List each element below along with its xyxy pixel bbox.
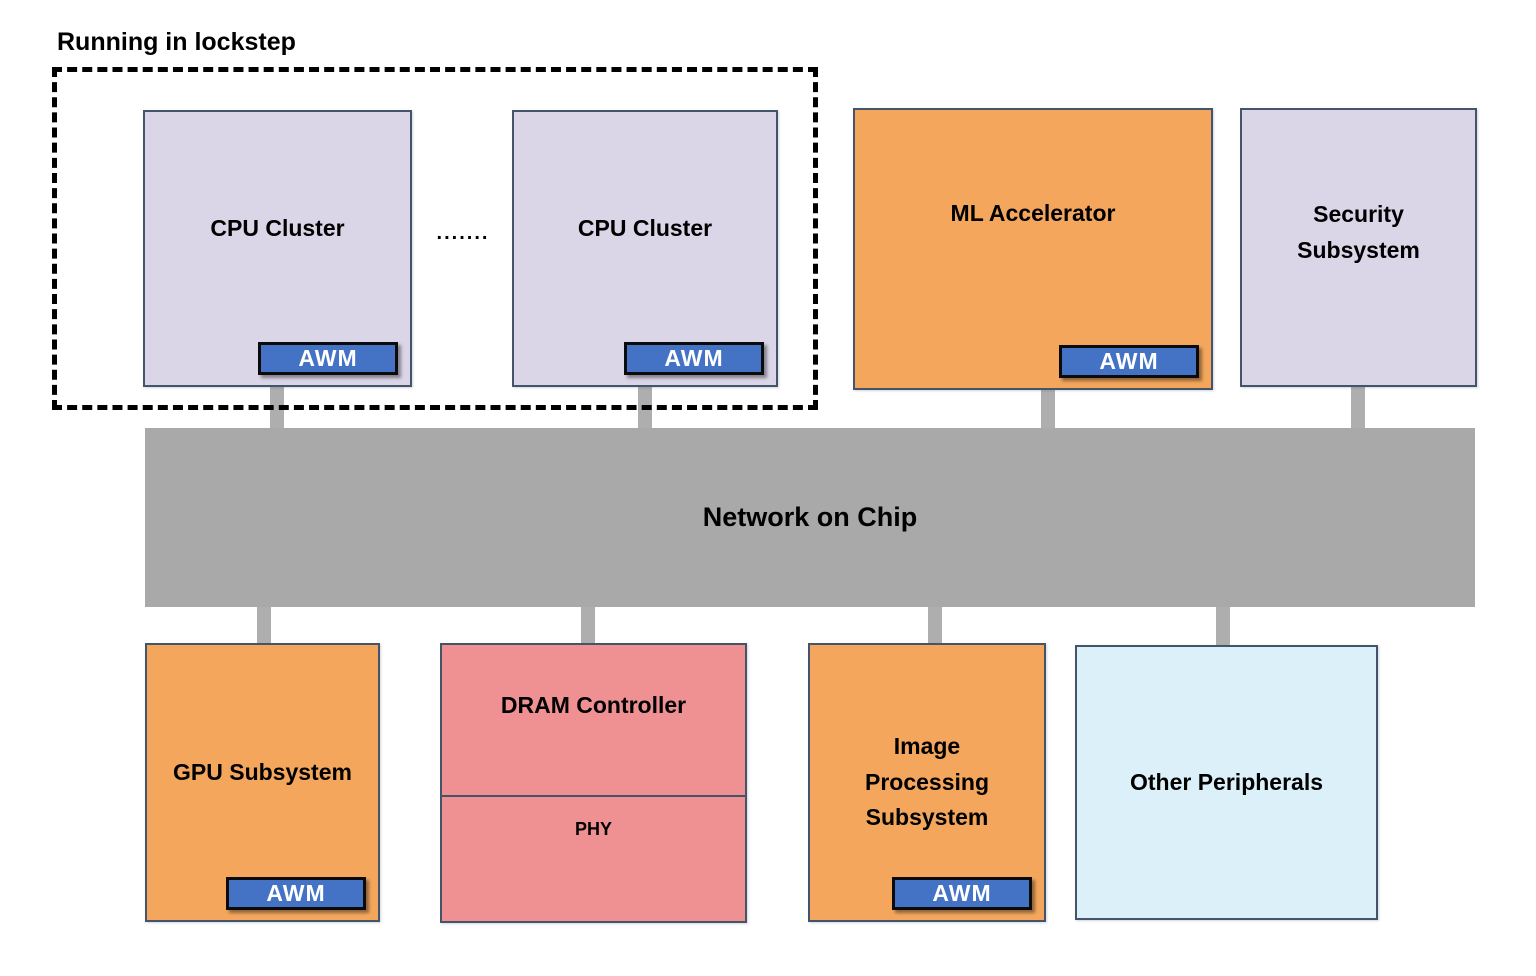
- gpu-subsystem-box: GPU Subsystem AWM: [145, 643, 380, 922]
- network-on-chip-bar: Network on Chip: [145, 428, 1475, 607]
- ml-accelerator-label: ML Accelerator: [950, 200, 1116, 227]
- other-peripherals-box: Other Peripherals: [1075, 645, 1378, 920]
- connector-noc-image-processing: [928, 606, 942, 645]
- cpu-cluster-1-box: CPU Cluster AWM: [143, 110, 412, 387]
- awm-badge-cpu-cluster-2: AWM: [624, 342, 764, 375]
- ellipsis-dots: .......: [436, 222, 490, 244]
- connector-noc-gpu-subsystem: [257, 606, 271, 645]
- connector-cpu-cluster-2-noc: [638, 385, 652, 429]
- awm-badge-ml-accelerator: AWM: [1059, 345, 1199, 378]
- dram-controller-box: DRAM Controller PHY: [440, 643, 747, 923]
- awm-badge-gpu-subsystem: AWM: [226, 877, 366, 910]
- dram-controller-section: DRAM Controller: [442, 645, 745, 797]
- image-processing-subsystem-box: Image Processing Subsystem AWM: [808, 643, 1046, 922]
- cpu-cluster-2-box: CPU Cluster AWM: [512, 110, 778, 387]
- ml-accelerator-box: ML Accelerator AWM: [853, 108, 1213, 390]
- connector-ml-accelerator-noc: [1041, 388, 1055, 429]
- phy-label: PHY: [574, 818, 612, 839]
- cpu-cluster-1-label: CPU Cluster: [210, 214, 345, 241]
- awm-badge-cpu-cluster-1: AWM: [258, 342, 398, 375]
- security-subsystem-box: Security Subsystem: [1240, 108, 1477, 387]
- image-processing-subsystem-label: Image Processing Subsystem: [865, 733, 989, 831]
- gpu-subsystem-label: GPU Subsystem: [173, 758, 352, 785]
- cpu-cluster-2-label: CPU Cluster: [577, 214, 713, 241]
- phy-section: PHY: [442, 797, 745, 921]
- awm-badge-image-processing: AWM: [892, 877, 1032, 910]
- other-peripherals-label: Other Peripherals: [1129, 768, 1324, 795]
- lockstep-group-label: Running in lockstep: [57, 28, 296, 56]
- connector-cpu-cluster-1-noc: [270, 385, 284, 429]
- security-subsystem-label: Security Subsystem: [1297, 200, 1420, 263]
- network-on-chip-label: Network on Chip: [702, 502, 918, 532]
- connector-noc-other-peripherals: [1216, 606, 1230, 647]
- connector-noc-dram-controller: [581, 606, 595, 645]
- connector-security-subsystem-noc: [1351, 385, 1365, 429]
- dram-controller-label: DRAM Controller: [500, 692, 687, 719]
